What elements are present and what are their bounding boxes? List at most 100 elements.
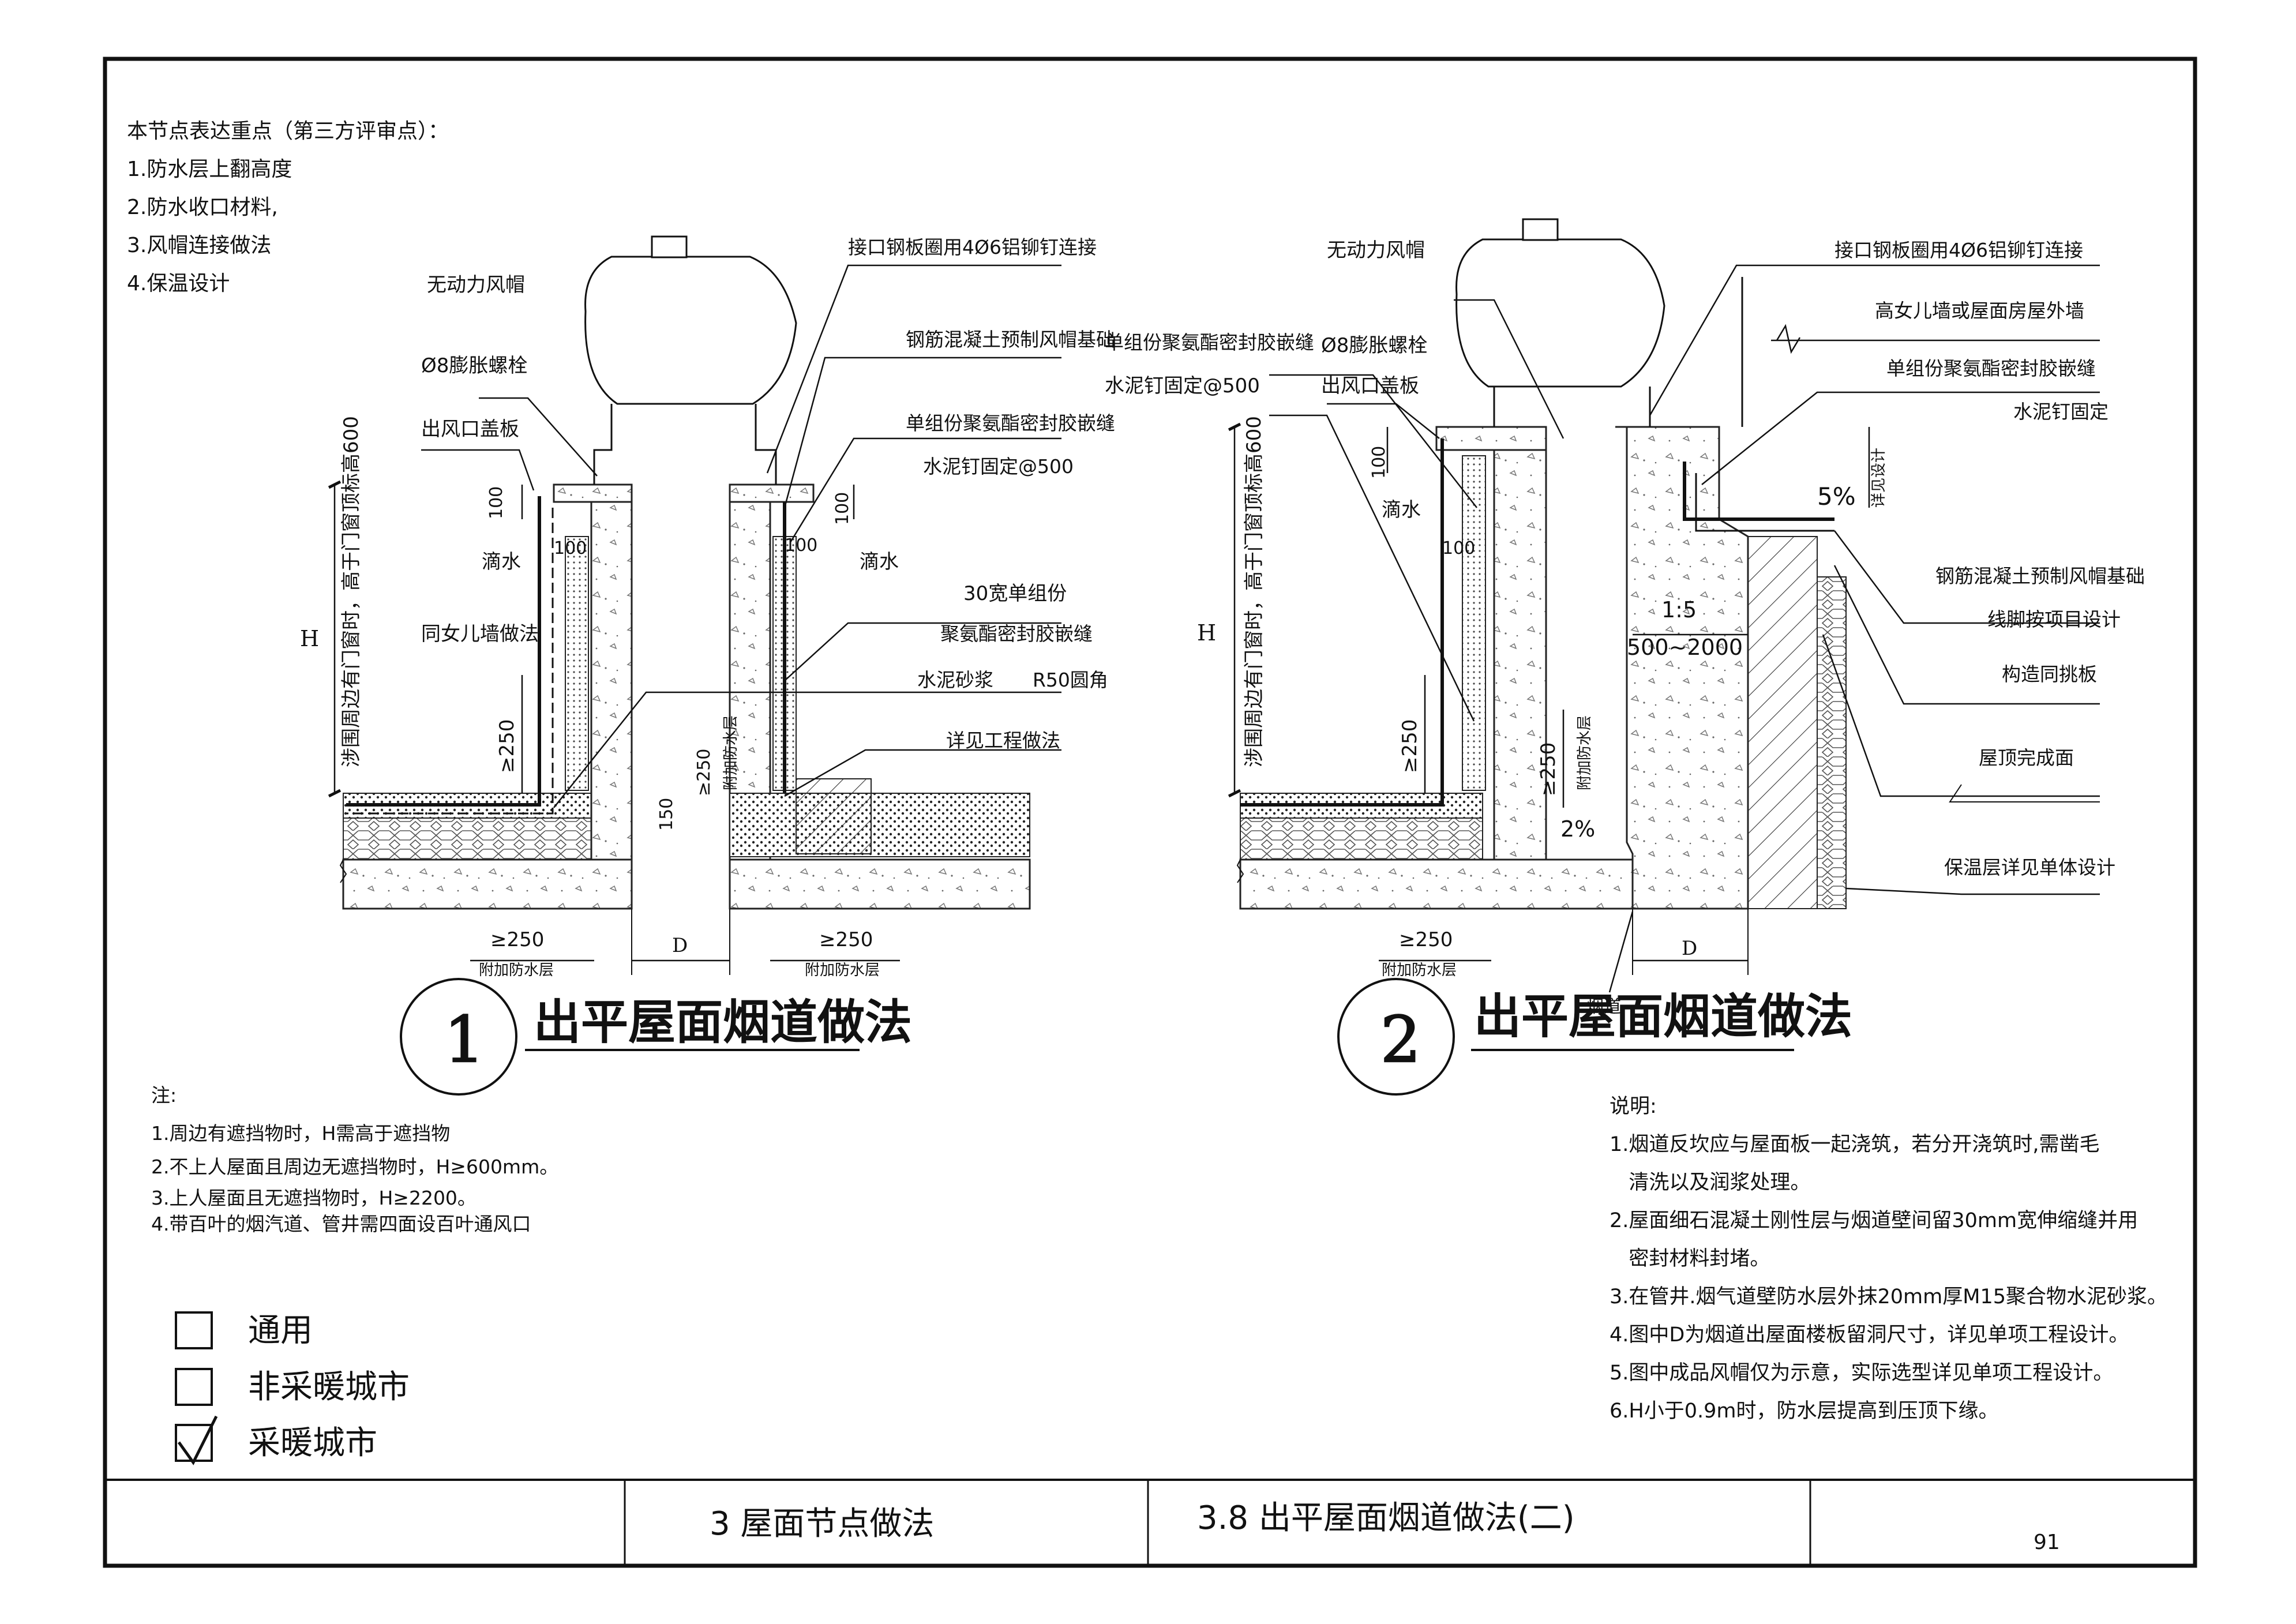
label-ge250-mid: ≥250 bbox=[694, 749, 714, 796]
label-drip-right: 滴水 bbox=[860, 550, 899, 573]
label-dim100b: 100 bbox=[554, 538, 587, 558]
label2-range: 500~2000 bbox=[1627, 635, 1743, 660]
explanation-item: 5.图中成品风帽仅为示意，实际选型详见单项工程设计。 bbox=[1610, 1362, 2114, 1385]
label2-pct2: 2% bbox=[1560, 816, 1595, 842]
label-bottom-add-a: 附加防水层 bbox=[479, 962, 554, 979]
detail-2-drawing bbox=[1228, 218, 2100, 1096]
label-dim100d: 100 bbox=[785, 535, 817, 556]
label2-dim100b: 100 bbox=[1442, 538, 1475, 558]
checkbox-general[interactable] bbox=[175, 1311, 213, 1349]
label2-bottom-D: D bbox=[1682, 937, 1697, 960]
title-block-section: 3.8 出平屋面烟道做法(二) bbox=[1197, 1499, 1575, 1537]
explanation-item: 清洗以及润浆处理。 bbox=[1610, 1171, 1811, 1194]
label-bottom-ge250a: ≥250 bbox=[490, 928, 544, 951]
checkbox-label-non-heating: 非采暖城市 bbox=[248, 1368, 410, 1406]
detail-1-title: 出平屋面烟道做法 bbox=[534, 995, 912, 1050]
label2-precast: 钢筋混凝土预制风帽基础 bbox=[1935, 565, 2145, 587]
label2-nail-l: 水泥钉固定@500 bbox=[1105, 374, 1260, 397]
label-vertical-left: 涉围周边有门窗时，高于门窗顶标高600 bbox=[340, 416, 363, 767]
explanation-item: 6.H小于0.9m时，防水层提高到压顶下缘。 bbox=[1610, 1400, 1999, 1423]
detail-2-labels: 无动力风帽 接口钢板圈用4Ø6铝铆钉连接 高女儿墙或屋面房屋外墙 单组份聚氨酯密… bbox=[1105, 239, 2145, 1077]
notes-heading: 注: bbox=[151, 1084, 177, 1107]
key-points: 本节点表达重点（第三方评审点）： 1.防水层上翻高度 2.防水收口材料, 3.风… bbox=[127, 112, 449, 303]
label2-see-design: 详见设计 bbox=[1870, 448, 1888, 508]
label2-drip: 滴水 bbox=[1382, 498, 1421, 522]
explanation-item: 1.烟道反坎应与屋面板一起浇筑，若分开浇筑时,需凿毛 bbox=[1610, 1133, 2100, 1156]
label-parapet: 同女儿墙做法 bbox=[421, 622, 539, 646]
label-mortar: 水泥砂浆 bbox=[917, 669, 993, 691]
note-item: 3.上人屋面且无遮挡物时，H≥2200。 bbox=[151, 1187, 477, 1209]
label2-dim100a: 100 bbox=[1369, 446, 1389, 479]
label-precast: 钢筋混凝土预制风帽基础 bbox=[906, 328, 1115, 351]
label2-rivet: 接口钢板圈用4Ø6铝铆钉连接 bbox=[1834, 239, 2083, 261]
checkbox-label-heating: 采暖城市 bbox=[248, 1424, 377, 1462]
label2-pct5: 5% bbox=[1817, 482, 1856, 511]
label2-flue: 烟道 bbox=[1586, 997, 1621, 1017]
note-item: 2.不上人屋面且周边无遮挡物时，H≥600mm。 bbox=[151, 1156, 559, 1178]
label2-flashing: 构造同挑板 bbox=[2002, 663, 2097, 685]
key-point-item: 3.风帽连接做法 bbox=[127, 234, 272, 257]
label2-sealant-l: 单组份聚氨酯密封胶嵌缝 bbox=[1105, 331, 1314, 354]
checkbox-non-heating[interactable] bbox=[175, 1368, 213, 1406]
label-bottom-D: D bbox=[672, 934, 688, 957]
label-ge250-left: ≥250 bbox=[496, 719, 519, 773]
label-bottom-add-b: 附加防水层 bbox=[805, 962, 880, 979]
sheet-border bbox=[103, 57, 2197, 1568]
explanation-item: 3.在管井.烟气道壁防水层外抹20mm厚M15聚合物水泥砂浆。 bbox=[1610, 1285, 2167, 1308]
label-sealant30a: 30宽单组份 bbox=[963, 582, 1067, 605]
key-point-item: 1.防水层上翻高度 bbox=[127, 157, 292, 181]
detail-1-drawing bbox=[328, 235, 1061, 1096]
explanation-heading: 说明: bbox=[1610, 1095, 1657, 1118]
label2-slope: 1:5 bbox=[1661, 597, 1697, 622]
checkbox-heating[interactable] bbox=[175, 1424, 213, 1462]
label-see-proj: 详见工程做法 bbox=[946, 729, 1060, 752]
label-r50: R50圆角 bbox=[1033, 669, 1108, 691]
label-bolt: Ø8膨胀螺栓 bbox=[421, 354, 527, 377]
label-dim100c: 100 bbox=[832, 492, 853, 525]
label-add-layer-v: 附加防水层 bbox=[722, 715, 740, 790]
note-item: 1.周边有遮挡物时，H需高于遮挡物 bbox=[151, 1122, 451, 1145]
label2-sealant-r: 单组份聚氨酯密封胶嵌缝 bbox=[1886, 357, 2096, 380]
label2-bottom-ge250: ≥250 bbox=[1399, 928, 1453, 951]
label2-ge250-left: ≥250 bbox=[1398, 719, 1421, 773]
notes: 注: 1.周边有遮挡物时，H需高于遮挡物 2.不上人屋面且周边无遮挡物时，H≥6… bbox=[151, 1079, 558, 1236]
title-block-chapter: 3 屋面节点做法 bbox=[710, 1505, 934, 1543]
label-nail: 水泥钉固定@500 bbox=[923, 455, 1074, 478]
label2-cover: 出风口盖板 bbox=[1321, 374, 1419, 397]
label-sealant: 单组份聚氨酯密封胶嵌缝 bbox=[906, 412, 1115, 434]
label2-bolt: Ø8膨胀螺栓 bbox=[1321, 334, 1427, 357]
checkbox-label-general: 通用 bbox=[248, 1312, 313, 1349]
label2-line-project: 线脚按项目设计 bbox=[1987, 608, 2121, 631]
checkbox-group: 通用 非采暖城市 采暖城市 bbox=[175, 1311, 410, 1465]
label-cover: 出风口盖板 bbox=[421, 418, 519, 441]
explanation: 说明: 1.烟道反坎应与屋面板一起浇筑，若分开浇筑时,需凿毛 清洗以及润浆处理。… bbox=[1610, 1087, 2167, 1430]
detail-2-number: 2 bbox=[1380, 1003, 1421, 1077]
label2-hood: 无动力风帽 bbox=[1327, 239, 1425, 262]
label-hood: 无动力风帽 bbox=[427, 273, 525, 297]
key-points-heading: 本节点表达重点（第三方评审点）： bbox=[127, 119, 449, 143]
check-mark-icon bbox=[177, 1415, 218, 1465]
detail-1-number: 1 bbox=[444, 1003, 485, 1077]
explanation-item: 2.屋面细石混凝土刚性层与烟道壁间留30mm宽伸缩缝并用 bbox=[1610, 1209, 2139, 1232]
label2-H: H bbox=[1197, 620, 1216, 646]
label2-insulation: 保温层详见单体设计 bbox=[1944, 856, 2115, 879]
label-dim150: 150 bbox=[656, 798, 677, 831]
label2-roof-top: 屋顶完成面 bbox=[1979, 747, 2074, 769]
note-item: 4.带百叶的烟汽道、管井需四面设百叶通风口 bbox=[151, 1213, 531, 1235]
label-rivet: 接口钢板圈用4Ø6铝铆钉连接 bbox=[848, 236, 1097, 258]
explanation-item: 密封材料封堵。 bbox=[1610, 1247, 1770, 1270]
label2-vertical-left: 涉围周边有门窗时，高于门窗顶标高600 bbox=[1243, 416, 1266, 767]
key-point-item: 2.防水收口材料, bbox=[127, 196, 278, 219]
label2-nail-r: 水泥钉固定 bbox=[2013, 400, 2109, 423]
label2-ge250-right: ≥250 bbox=[1537, 742, 1560, 796]
label-drip-left: 滴水 bbox=[482, 550, 521, 573]
label-H: H bbox=[300, 626, 319, 651]
key-point-item: 4.保温设计 bbox=[127, 272, 230, 295]
title-block-page: 91 bbox=[2034, 1531, 2060, 1554]
label2-add-layer-v: 附加防水层 bbox=[1576, 715, 1593, 790]
label2-bottom-add: 附加防水层 bbox=[1382, 962, 1457, 979]
detail-2-title: 出平屋面烟道做法 bbox=[1474, 989, 1852, 1044]
detail-1-labels: 无动力风帽 Ø8膨胀螺栓 出风口盖板 100 滴水 100 同女儿墙做法 涉围周… bbox=[300, 236, 1115, 1077]
explanation-item: 4.图中D为烟道出屋面楼板留洞尺寸，详见单项工程设计。 bbox=[1610, 1323, 2129, 1347]
